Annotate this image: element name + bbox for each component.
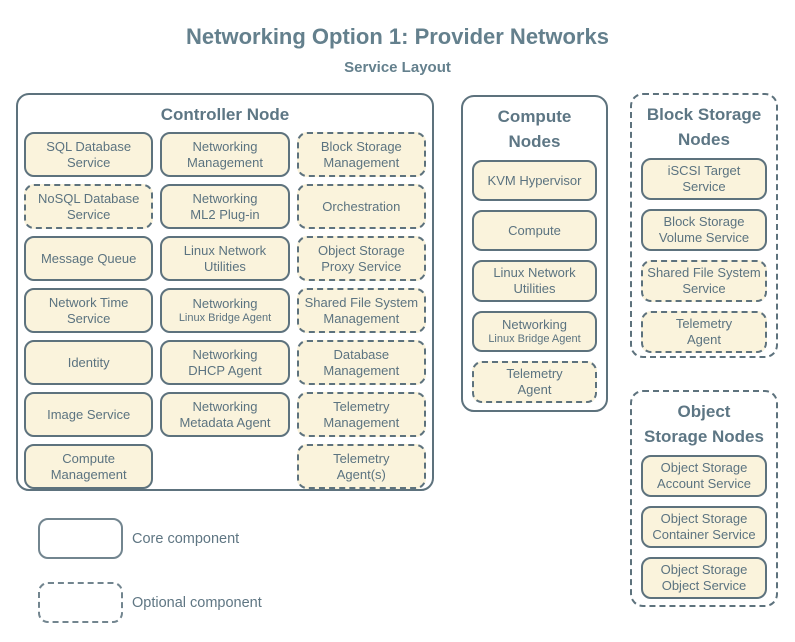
service-telemetry-agent: Telemetry Agent (641, 311, 767, 353)
page-subtitle: Service Layout (344, 59, 451, 76)
service-sql-database-service: SQL Database Service (24, 132, 154, 177)
service-telemetry-management: Telemetry Management (296, 392, 426, 437)
legend-optional-swatch (38, 582, 123, 623)
service-message-queue: Message Queue (24, 236, 154, 281)
service-block-storage-volume-service: Block Storage Volume Service (641, 209, 767, 251)
service-shared-file-system-management: Shared File System Management (296, 288, 426, 333)
service-linux-network-utilities: Linux Network Utilities (160, 236, 290, 281)
service-telemetry-agent-s: Telemetry Agent(s) (296, 444, 426, 489)
service-networking-ml2-plug-in: Networking ML2 Plug-in (160, 184, 290, 229)
service-networking-management: Networking Management (160, 132, 290, 177)
service-identity: Identity (24, 340, 154, 385)
compute-nodes-title: Compute Nodes (497, 107, 572, 151)
service-telemetry-agent: Telemetry Agent (472, 361, 597, 403)
service-network-time-service: Network Time Service (24, 288, 154, 333)
service-database-management: Database Management (296, 340, 426, 385)
service-image-service: Image Service (24, 392, 154, 437)
service-networking-metadata-agent: Networking Metadata Agent (160, 392, 290, 437)
service-block-storage-management: Block Storage Management (296, 132, 426, 177)
service-iscsi-target-service: iSCSI Target Service (641, 158, 767, 200)
legend-optional-label: Optional component (132, 594, 262, 611)
service-kvm-hypervisor: KVM Hypervisor (472, 160, 597, 201)
service-shared-file-system-service: Shared File System Service (641, 260, 767, 302)
service-linux-network-utilities: Linux Network Utilities (472, 260, 597, 302)
service-nosql-database-service: NoSQL Database Service (24, 184, 154, 229)
block-storage-nodes-title: Block Storage Nodes (646, 105, 762, 149)
legend-core-swatch (38, 518, 123, 559)
service-object-storage-object-service: Object Storage Object Service (641, 557, 767, 599)
service-object-storage-proxy-service: Object Storage Proxy Service (296, 236, 426, 281)
service-object-storage-container-service: Object Storage Container Service (641, 506, 767, 548)
page-title: Networking Option 1: Provider Networks (186, 24, 609, 49)
controller-node-title: Controller Node (160, 105, 290, 124)
service-compute: Compute (472, 210, 597, 251)
service-compute-management: Compute Management (24, 444, 154, 489)
block-storage-nodes-panel: Block Storage Nodes iSCSI Target Service… (630, 93, 778, 358)
service-orchestration: Orchestration (296, 184, 426, 229)
object-storage-nodes-title: Object Storage Nodes (644, 402, 764, 446)
service-object-storage-account-service: Object Storage Account Service (641, 455, 767, 497)
legend-core-label: Core component (132, 530, 240, 547)
service-networking-dhcp-agent: Networking DHCP Agent (160, 340, 290, 385)
object-storage-nodes-panel: Object Storage Nodes Object Storage Acco… (630, 390, 778, 607)
